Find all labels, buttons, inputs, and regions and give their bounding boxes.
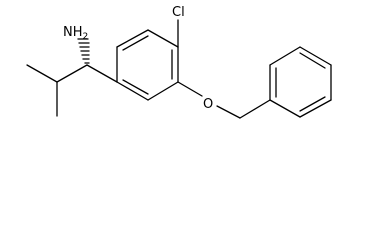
amine-label: NH2 [63,25,88,42]
bond-chiral-to-isopropyl [56,64,88,83]
phenyl-bond-2 [299,99,332,118]
ring-bond-5 [116,81,149,101]
bond-ring-to-chiral-carbon [86,64,118,83]
ring-bond-1 [116,29,149,48]
chlorophenyl-ring [116,29,179,101]
bond-isopropyl-methyl-left [26,64,58,83]
phenyl-double-bond-3 [299,52,326,69]
hashed-wedge-bond [77,38,90,64]
ring-double-bond-1 [122,35,149,51]
phenyl-bond-5 [269,46,301,66]
ring-bond-2 [147,29,179,48]
ring-bond-4 [147,81,179,101]
structure-canvas: NH2 Cl O [26,5,332,119]
bond-ring-to-oxygen [177,81,203,97]
phenyl-bond-1 [269,99,301,118]
molecule-drawing: NH2 Cl O [26,5,332,119]
chlorine-label: Cl [172,5,185,20]
phenyl-ring [269,46,332,118]
bond-ch2-to-phenyl [239,99,271,119]
oxygen-label: O [203,97,213,112]
bond-oxygen-to-ch2 [216,105,241,119]
phenyl-bond-4 [299,46,332,66]
phenyl-double-bond-2 [299,96,326,112]
side-chain [26,38,118,117]
ring-double-bond-3 [122,79,149,95]
benzyloxy-linker [177,81,271,119]
